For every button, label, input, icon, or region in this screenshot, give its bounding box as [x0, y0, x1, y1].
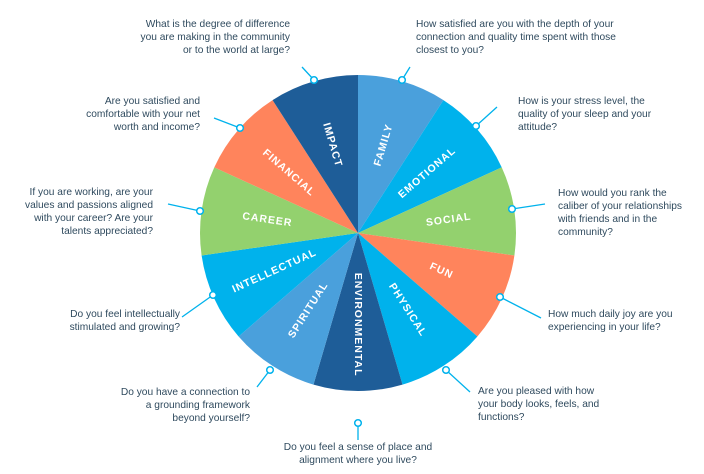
wedge-fun [358, 233, 515, 337]
wedge-spiritual [238, 233, 358, 385]
leader-dot-physical [441, 365, 451, 375]
question-environmental: Do you feel a sense of place and alignme… [283, 442, 433, 466]
question-social: How would you rank the caliber of your r… [558, 188, 683, 238]
leader-dot-financial [235, 123, 245, 133]
leader-line-physical [445, 369, 471, 393]
wedge-social [358, 167, 516, 256]
leader-dot-social [507, 204, 517, 214]
wedge-impact [272, 75, 358, 233]
wedge-emotional [358, 100, 502, 233]
leader-line-career [167, 203, 201, 212]
question-career: If you are working, are your values and … [24, 187, 153, 237]
leader-dot-impact [309, 75, 319, 85]
question-family: How satisfied are you with the depth of … [416, 19, 616, 56]
question-impact: What is the degree of difference you are… [140, 19, 291, 56]
leader-line-fun [499, 296, 542, 319]
leader-line-intellectual [181, 294, 214, 318]
leader-dot-environmental [353, 418, 363, 428]
leader-line-social [511, 203, 546, 210]
question-fun: How much daily joy are you experiencing … [548, 309, 673, 333]
question-financial: Are you satisfied and comfortable with y… [86, 96, 200, 133]
leader-dot-intellectual [208, 290, 218, 300]
wedge-family [358, 75, 444, 233]
leader-line-emotional [475, 106, 498, 127]
question-intellectual: Do you feel intellectually stimulated an… [69, 309, 180, 333]
wedge-financial [214, 100, 358, 233]
question-spiritual: Do you have a connection to a grounding … [120, 387, 250, 424]
wedge-career [200, 167, 358, 256]
wedge-intellectual [201, 233, 358, 337]
leader-dot-spiritual [265, 365, 275, 375]
leader-dot-emotional [471, 121, 481, 131]
wedge-label-environmental: ENVIRONMENTAL [352, 273, 364, 377]
question-physical: Are you pleased with how your body looks… [478, 386, 600, 423]
wedge-environmental [313, 233, 403, 391]
question-emotional: How is your stress level, the quality of… [518, 96, 652, 133]
leader-dot-family [397, 75, 407, 85]
leader-dot-fun [495, 292, 505, 302]
leader-dot-career [195, 206, 205, 216]
leader-line-financial [213, 117, 241, 129]
wedge-physical [358, 233, 478, 385]
